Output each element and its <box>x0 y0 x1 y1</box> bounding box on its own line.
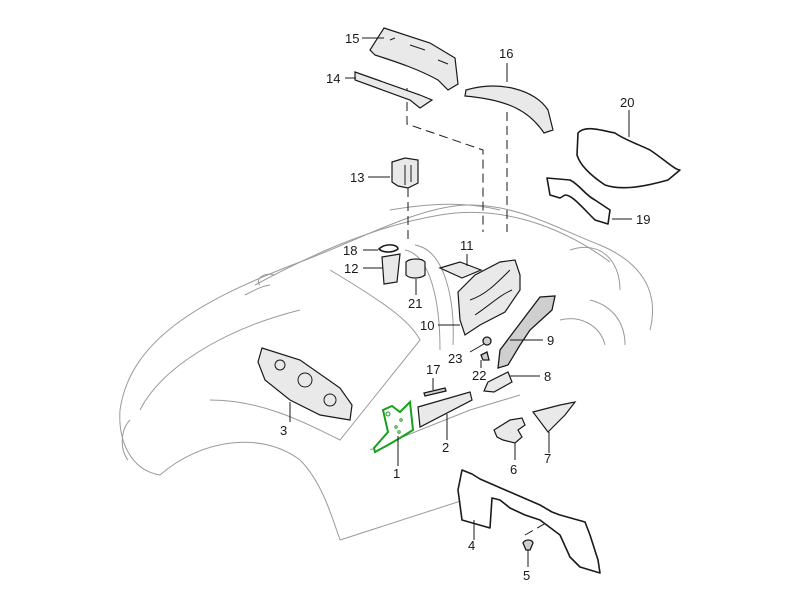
callout-13[interactable]: 13 <box>350 170 364 185</box>
callout-6[interactable]: 6 <box>510 462 517 477</box>
callout-11[interactable]: 11 <box>460 238 474 253</box>
part-15[interactable]: 15 <box>345 27 459 91</box>
callout-19[interactable]: 19 <box>636 212 650 227</box>
callout-14[interactable]: 14 <box>326 71 340 86</box>
part-12[interactable]: 12 <box>344 253 401 285</box>
callout-15[interactable]: 15 <box>345 31 359 46</box>
part-10[interactable]: 10 <box>420 259 521 336</box>
part-4[interactable]: 4 <box>457 469 601 574</box>
callout-9[interactable]: 9 <box>547 333 554 348</box>
part-5[interactable]: 5 <box>522 539 534 583</box>
callout-20[interactable]: 20 <box>620 95 634 110</box>
part-11[interactable]: 11 <box>438 238 483 279</box>
callout-7[interactable]: 7 <box>544 451 551 466</box>
callout-8[interactable]: 8 <box>544 369 551 384</box>
callout-16[interactable]: 16 <box>499 46 513 61</box>
part-21[interactable]: 21 <box>405 258 426 311</box>
part-13[interactable]: 13 <box>350 157 419 189</box>
part-23[interactable]: 23 <box>448 336 492 366</box>
part-3[interactable]: 3 <box>257 347 353 438</box>
part-19[interactable]: 19 <box>546 177 650 227</box>
callout-1[interactable]: 1 <box>393 466 400 481</box>
callout-2[interactable]: 2 <box>442 440 449 455</box>
callout-10[interactable]: 10 <box>420 318 434 333</box>
callout-5[interactable]: 5 <box>523 568 530 583</box>
part-8[interactable]: 8 <box>483 369 551 393</box>
callout-17[interactable]: 17 <box>426 362 440 377</box>
part-6[interactable]: 6 <box>493 417 526 477</box>
part-16[interactable]: 16 <box>464 46 554 134</box>
part-1[interactable]: 1 <box>372 399 415 481</box>
part-17[interactable]: 17 <box>423 362 447 397</box>
part-14[interactable]: 14 <box>326 71 434 109</box>
callout-12[interactable]: 12 <box>344 261 358 276</box>
callout-22[interactable]: 22 <box>472 368 486 383</box>
part-18[interactable]: 18 <box>343 243 399 258</box>
car-body-outline <box>119 203 654 541</box>
part-9[interactable]: 9 <box>497 295 556 369</box>
part-20[interactable]: 20 <box>576 95 681 189</box>
callout-21[interactable]: 21 <box>408 296 422 311</box>
callout-23[interactable]: 23 <box>448 351 462 366</box>
part-7[interactable]: 7 <box>531 401 577 466</box>
part-22[interactable]: 22 <box>472 351 490 383</box>
callout-3[interactable]: 3 <box>280 423 287 438</box>
callout-4[interactable]: 4 <box>468 538 475 553</box>
part-2[interactable]: 2 <box>417 391 473 455</box>
callout-18[interactable]: 18 <box>343 243 357 258</box>
